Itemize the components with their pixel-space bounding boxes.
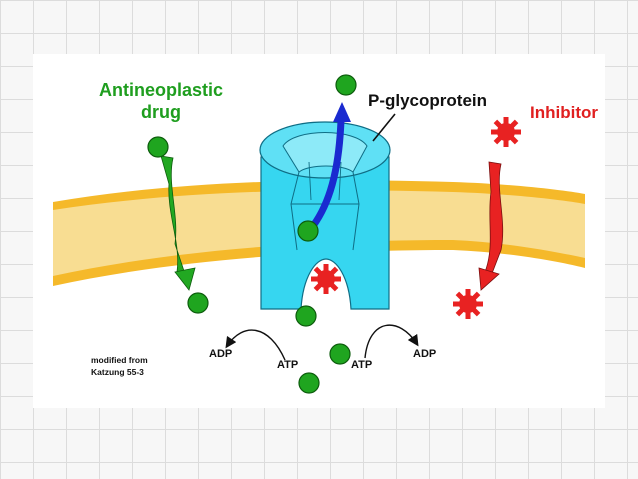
drug-molecule-in-pump [297,220,319,242]
drug-molecules [147,74,357,394]
efflux-arrow [309,102,351,230]
drug-label-line2: drug [141,102,181,122]
drug-label-line1: Antineoplastic [99,80,223,100]
diagram-slide: Antineoplastic drug P-glycoprotein Inhib… [33,54,605,408]
adp-right-label: ADP [413,348,436,360]
atp-right-label: ATP [351,359,372,371]
protein-pointer-line [372,113,396,142]
drug-molecule-exported [335,74,357,96]
inhibitor-molecule-pump [311,264,341,294]
pgp-diagram: Antineoplastic drug P-glycoprotein Inhib… [53,74,598,394]
p-glycoprotein-pump [259,113,396,310]
credit-line2: Katzung 55-3 [91,367,144,377]
inhibitor-molecules [311,117,521,319]
inhibitor-molecule-outside [491,117,521,147]
drug-molecule-cytoplasm-2 [329,343,351,365]
protein-label: P-glycoprotein [368,91,487,110]
drug-molecule-outside [147,136,169,158]
inhibitor-entry-arrow [478,161,504,291]
drug-molecule-cytoplasm-1 [295,305,317,327]
drug-molecule-cytoplasm-3 [298,372,320,394]
drug-entry-arrow [160,155,196,291]
drug-molecule-inside [187,292,209,314]
adp-left-label: ADP [209,348,232,360]
atp-adp-arrows [225,324,419,361]
atp-left-label: ATP [277,359,298,371]
credit-line1: modified from [91,355,148,365]
inhibitor-label: Inhibitor [530,103,598,122]
inhibitor-molecule-inside [453,289,483,319]
